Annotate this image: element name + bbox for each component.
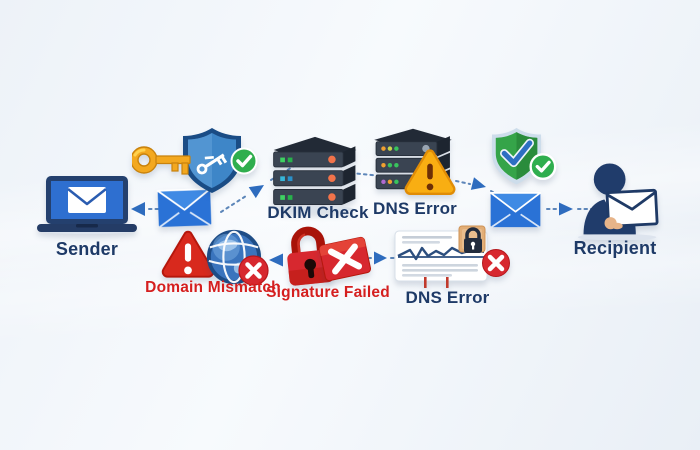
browser-window-icon [394, 225, 510, 288]
red-warning-triangle-icon [161, 230, 215, 278]
rejected-card-icon [319, 236, 371, 282]
dkim-signature-icons [132, 128, 258, 193]
red-tick [446, 277, 449, 288]
padlock-badge-icon [458, 225, 486, 253]
green-check-icon [529, 153, 557, 181]
arrowhead-right-icon [248, 185, 264, 199]
envelope-icon [156, 188, 212, 228]
arrowhead-right-icon [374, 251, 387, 265]
person-envelope-icon [577, 163, 659, 240]
recipient-label: Recipient [573, 238, 657, 258]
arrowhead-left-icon [269, 253, 283, 267]
dns-error-top-label: DNS Error [373, 199, 457, 218]
error-cross-icon [482, 249, 510, 277]
arrow-line-dns-to-envelope [455, 180, 471, 185]
warning-triangle-icon [404, 149, 456, 195]
blue-shield-icon [183, 128, 241, 193]
error-cross-icon [238, 255, 269, 286]
domain-mismatch-label: Domain Mismatch [145, 279, 281, 296]
arrowhead-right-icon [559, 202, 573, 216]
arrowhead-left-icon [131, 202, 145, 216]
green-shield-check-icon [492, 127, 557, 185]
gold-key-icon [132, 146, 191, 175]
laptop-envelope-icon [37, 176, 137, 234]
dns-error-bottom-label: DNS Error [405, 288, 490, 307]
red-tick [424, 277, 427, 288]
signature-failed-label: Signature Failed [266, 284, 390, 301]
sender-label: Sender [55, 239, 119, 259]
envelope-icon [489, 192, 542, 228]
server-stack-icon [273, 136, 357, 213]
dkim-check-label: DKIM Check [267, 203, 369, 222]
held-envelope-icon [605, 188, 659, 228]
arrow-line-envelope-to-dkim [220, 195, 247, 213]
green-check-icon [230, 147, 258, 175]
arrowhead-right-icon [470, 177, 486, 190]
white-key-glyph [196, 153, 228, 175]
